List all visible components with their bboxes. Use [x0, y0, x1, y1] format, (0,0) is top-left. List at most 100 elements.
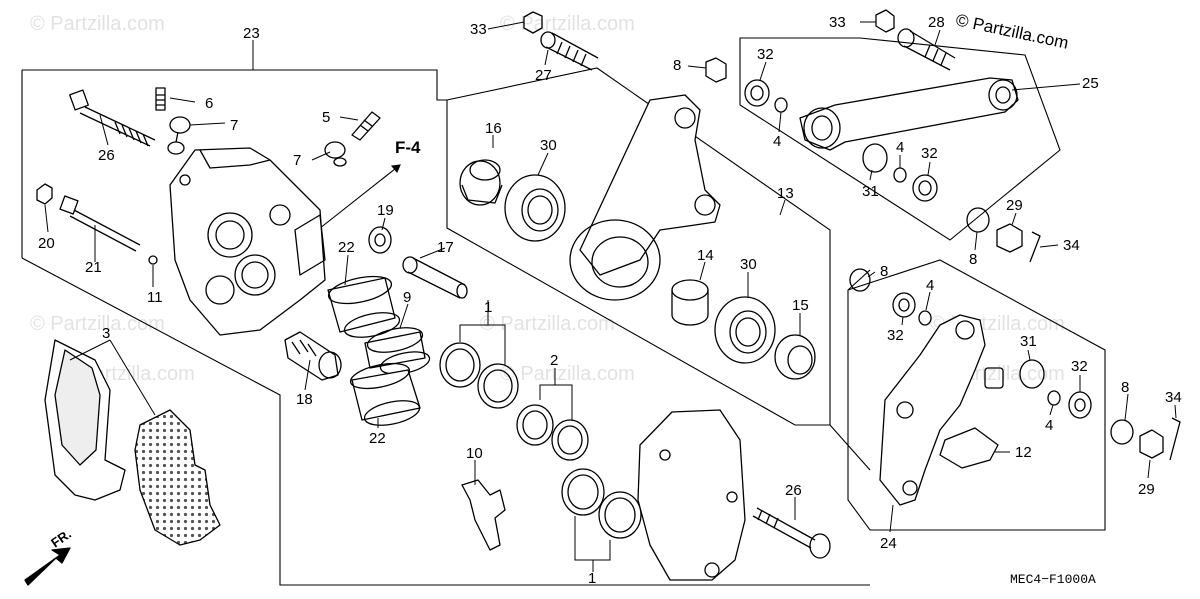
nut-29-right — [1139, 429, 1164, 459]
caliper-bracket-24 — [879, 314, 1004, 506]
callout-4: 4 — [926, 277, 934, 294]
callout-31: 31 — [1020, 333, 1037, 350]
callout-27: 27 — [535, 67, 552, 84]
figure-code: MEC4−F1000A — [1010, 572, 1096, 587]
caliper-outer-half — [637, 409, 746, 581]
brake-pad-left — [44, 339, 126, 501]
sleeve-19 — [368, 226, 392, 254]
callout-34: 34 — [1165, 389, 1182, 406]
watermark-faint: © Partzilla.com — [500, 363, 635, 385]
nut-8-top — [705, 57, 727, 83]
callout-6: 6 — [205, 95, 213, 112]
callout-32: 32 — [757, 46, 774, 63]
leader-line — [847, 269, 871, 291]
nut-33-left — [523, 11, 543, 34]
callout-10: 10 — [466, 445, 483, 462]
bleeder-cap — [167, 116, 191, 155]
callout-23: 23 — [243, 25, 260, 42]
bushing-15 — [774, 334, 816, 380]
callout-33: 33 — [829, 14, 846, 31]
callout-22: 22 — [338, 239, 355, 256]
callout-3: 3 — [102, 325, 110, 342]
callout-30: 30 — [740, 256, 757, 273]
callout-7: 7 — [230, 117, 238, 134]
outline-caliper-bracket — [847, 259, 1106, 531]
pivot-link-13 — [569, 94, 721, 301]
pin-17 — [402, 256, 468, 299]
piston-seals-upper — [439, 342, 519, 409]
bolt-18 — [284, 331, 342, 381]
nut-20 — [36, 183, 53, 205]
bearing-32-top — [744, 79, 770, 107]
leader-lines — [44, 21, 1177, 572]
bearing-32-bracket — [892, 292, 916, 318]
callout-28: 28 — [928, 14, 945, 31]
outline-caliper-assembly — [21, 257, 870, 586]
watermark-faint: © Partzilla.com — [500, 13, 635, 35]
circlip-4-top — [774, 97, 788, 113]
callout-9: 9 — [403, 289, 411, 306]
callout-1: 1 — [484, 299, 492, 316]
callout-29: 29 — [1138, 481, 1155, 498]
callout-4: 4 — [1045, 417, 1053, 434]
callout-18: 18 — [296, 391, 313, 408]
collar-8-right — [1110, 419, 1134, 445]
front-label: FR. — [48, 526, 74, 550]
callout-32: 32 — [1071, 358, 1088, 375]
cotter-pin-34-right — [1169, 417, 1181, 461]
watermark-faint: © Partzilla.com — [30, 313, 165, 335]
nut-29-top — [996, 223, 1023, 253]
parts — [24, 9, 1181, 586]
callout-17: 17 — [437, 239, 454, 256]
pin-21 — [59, 195, 141, 252]
nut-33-right — [875, 9, 895, 33]
outline-rod-link — [739, 37, 1061, 241]
piston-seals-mid — [516, 404, 589, 461]
callout-8: 8 — [673, 57, 681, 74]
callout-2: 2 — [550, 352, 558, 369]
callout-34: 34 — [1063, 237, 1080, 254]
callout-30: 30 — [540, 137, 557, 154]
callout-33: 33 — [470, 21, 487, 38]
bolt-28 — [897, 28, 956, 71]
brake-pad-right — [134, 409, 221, 546]
bleeder-screw-5 — [351, 111, 381, 141]
callout-13: 13 — [777, 185, 794, 202]
piston-seals-lower — [561, 468, 642, 539]
callout-24: 24 — [880, 535, 897, 552]
callout-32: 32 — [921, 145, 938, 162]
cotter-pin-34-top — [1029, 231, 1041, 263]
callout-14: 14 — [697, 247, 714, 264]
pad-spring-10 — [461, 479, 506, 551]
callout-32: 32 — [887, 327, 904, 344]
circlip-4-mid — [893, 167, 907, 183]
callout-1: 1 — [588, 570, 596, 587]
callout-8: 8 — [969, 251, 977, 268]
callout-31: 31 — [862, 183, 879, 200]
bleeder-screw — [155, 87, 166, 111]
bearing-30-upper — [504, 174, 566, 242]
callout-8: 8 — [880, 263, 888, 280]
piston-9 — [364, 327, 431, 375]
callout-21: 21 — [85, 259, 102, 276]
circlip-4-bracket-2 — [1047, 390, 1061, 406]
callout-26: 26 — [785, 482, 802, 499]
callout-11: 11 — [147, 289, 163, 306]
group-outlines — [21, 37, 1106, 586]
reference-label: F-4 — [395, 138, 421, 157]
collar-31-top — [862, 143, 888, 173]
leader-line — [829, 424, 871, 471]
callout-8: 8 — [1121, 379, 1129, 396]
callout-15: 15 — [792, 297, 809, 314]
bearing-30-lower — [714, 296, 776, 364]
callout-4: 4 — [896, 139, 904, 156]
pad-retainer-12 — [939, 427, 999, 469]
collar-14 — [671, 279, 709, 326]
callout-26: 26 — [98, 147, 115, 164]
callout-25: 25 — [1082, 75, 1099, 92]
caliper-body — [169, 147, 326, 336]
piston-22-upper — [327, 275, 401, 338]
bleeder-cap-2 — [324, 141, 347, 167]
callout-19: 19 — [377, 202, 394, 219]
bearing-32-mid — [912, 174, 938, 202]
